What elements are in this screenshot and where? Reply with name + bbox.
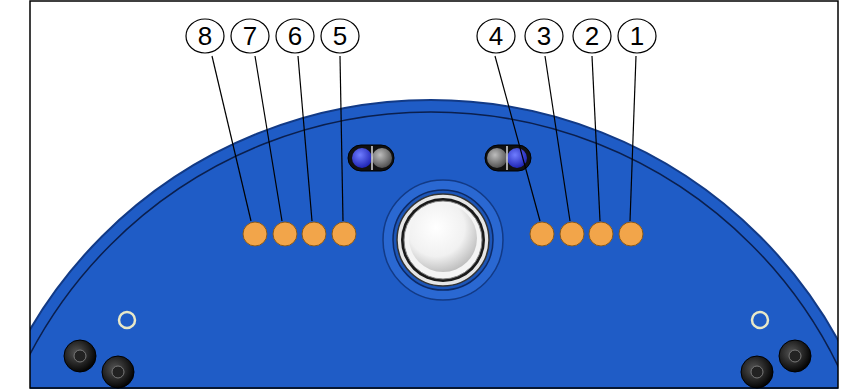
- ir-sensor-right: [485, 145, 531, 171]
- callout-bubble: 2: [572, 18, 612, 54]
- callout-number: 2: [585, 23, 599, 49]
- callout-number: 8: [198, 23, 212, 49]
- knob: [779, 340, 811, 372]
- callout-bubble: 3: [524, 18, 564, 54]
- knob-center: [751, 366, 763, 378]
- knob-center: [112, 366, 124, 378]
- callout-number: 7: [243, 23, 257, 49]
- hole: [752, 312, 768, 328]
- callout-number: 1: [630, 23, 644, 49]
- callout-bubble: 8: [185, 18, 225, 54]
- callout-bubble: 4: [476, 18, 516, 54]
- frame: [30, 1, 838, 388]
- callout-bubble: 5: [320, 18, 360, 54]
- floor-sensors: [243, 222, 643, 246]
- hole: [119, 312, 135, 328]
- knob: [64, 340, 96, 372]
- knob-center: [789, 350, 801, 362]
- base-rim: [30, 112, 838, 389]
- callout-number: 5: [333, 23, 347, 49]
- ball-caster: [383, 180, 503, 300]
- leader-lines: [212, 56, 636, 221]
- ir-sensor-left: [348, 145, 394, 171]
- callout-bubble: 1: [617, 18, 657, 54]
- callout-number: 3: [537, 23, 551, 49]
- robot-base: [30, 100, 838, 389]
- knob: [741, 356, 773, 388]
- callout-number: 6: [288, 23, 302, 49]
- callout-bubble: 6: [275, 18, 315, 54]
- callout-bubble: 7: [230, 18, 270, 54]
- callout-number: 4: [489, 23, 503, 49]
- knob-center: [74, 350, 86, 362]
- knob: [102, 356, 134, 388]
